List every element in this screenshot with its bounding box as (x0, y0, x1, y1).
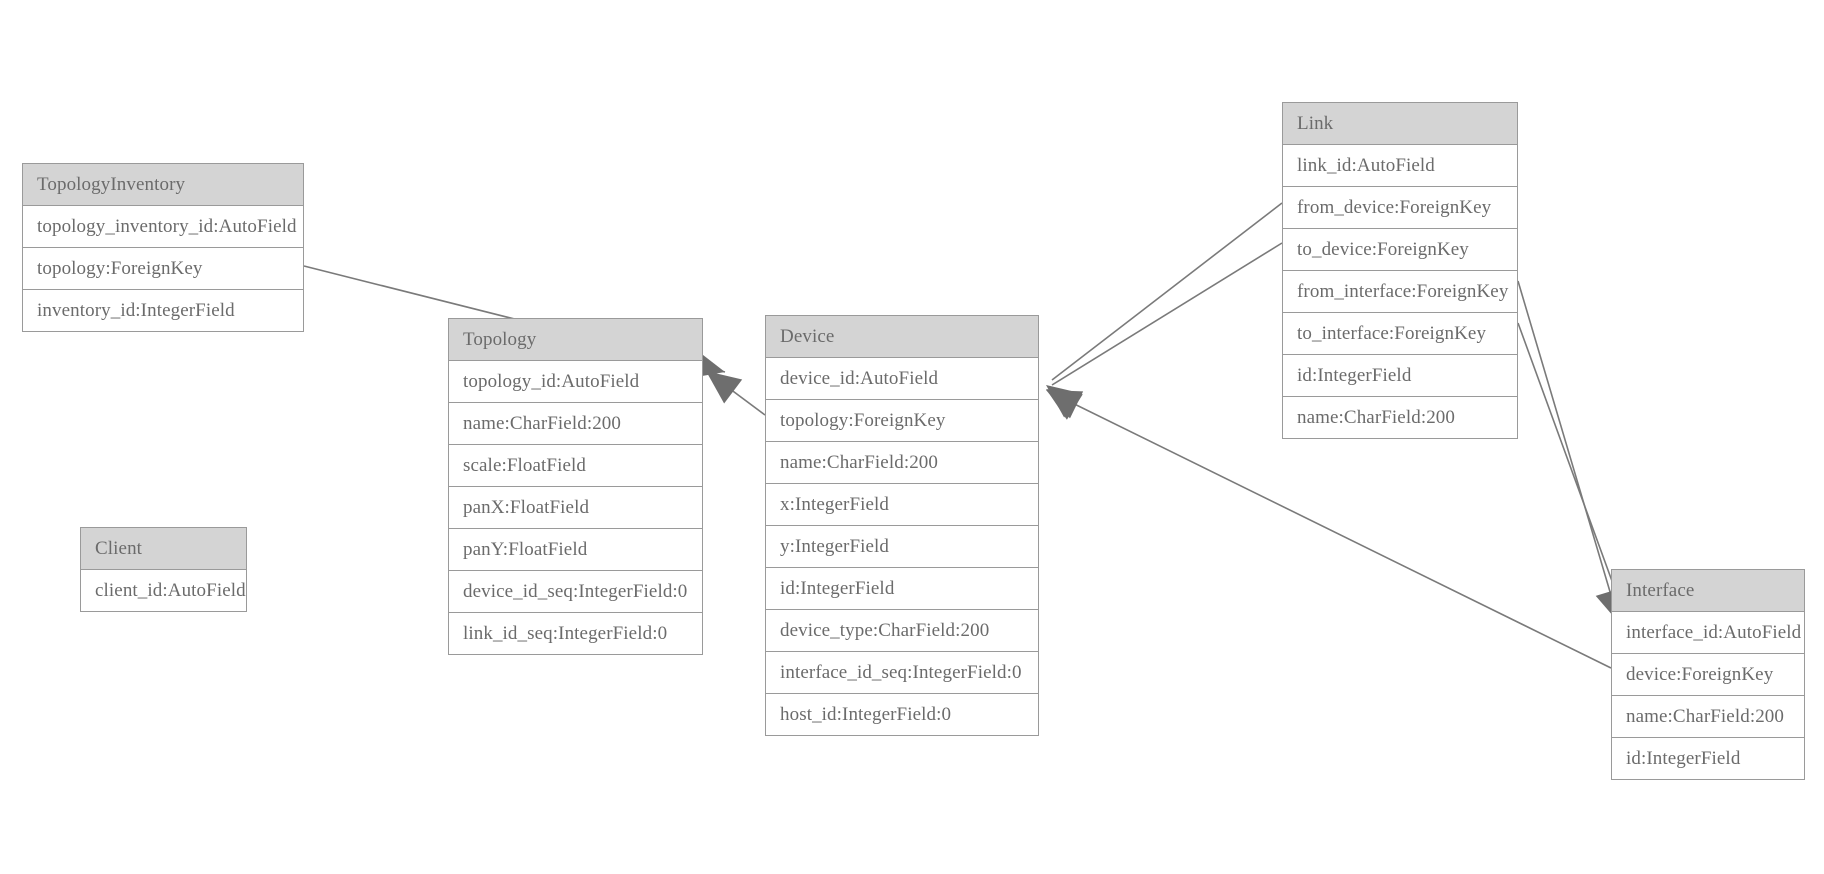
entity-field-row[interactable]: y:IntegerField (766, 526, 1038, 568)
relationship-line-link-to_interface (1517, 322, 1625, 615)
relationship-arrowhead-device-topology (706, 371, 743, 404)
entity-title-client: Client (81, 528, 246, 570)
entity-field-row[interactable]: topology:ForeignKey (23, 248, 303, 290)
entity-field-row[interactable]: x:IntegerField (766, 484, 1038, 526)
entity-field-row[interactable]: topology_inventory_id:AutoField (23, 206, 303, 248)
entity-field-row[interactable]: from_interface:ForeignKey (1283, 271, 1517, 313)
entity-field-row[interactable]: device_id_seq:IntegerField:0 (449, 571, 702, 613)
relationship-line-link-to_device (1051, 242, 1283, 386)
entity-field-row[interactable]: name:CharField:200 (766, 442, 1038, 484)
relationship-arrowhead-link-from_device (1046, 385, 1083, 418)
entity-field-row[interactable]: name:CharField:200 (1612, 696, 1804, 738)
entity-title-interface: Interface (1612, 570, 1804, 612)
entity-field-row[interactable]: name:CharField:200 (449, 403, 702, 445)
entity-field-row[interactable]: device:ForeignKey (1612, 654, 1804, 696)
entity-field-row[interactable]: id:IntegerField (1283, 355, 1517, 397)
entity-field-row[interactable]: link_id:AutoField (1283, 145, 1517, 187)
entity-field-row[interactable]: link_id_seq:IntegerField:0 (449, 613, 702, 654)
entity-title-topology_inventory: TopologyInventory (23, 164, 303, 206)
relationship-line-link-from_device (1051, 202, 1283, 381)
entity-field-row[interactable]: inventory_id:IntegerField (23, 290, 303, 331)
relationship-arrowhead-interface-device (1046, 390, 1084, 419)
entity-field-row[interactable]: panX:FloatField (449, 487, 702, 529)
entity-field-row[interactable]: device_id:AutoField (766, 358, 1038, 400)
entity-field-row[interactable]: id:IntegerField (1612, 738, 1804, 779)
entity-field-row[interactable]: panY:FloatField (449, 529, 702, 571)
entity-field-row[interactable]: device_type:CharField:200 (766, 610, 1038, 652)
entity-field-row[interactable]: topology:ForeignKey (766, 400, 1038, 442)
entity-field-row[interactable]: to_interface:ForeignKey (1283, 313, 1517, 355)
entity-field-row[interactable]: topology_id:AutoField (449, 361, 702, 403)
entity-field-row[interactable]: from_device:ForeignKey (1283, 187, 1517, 229)
entity-field-row[interactable]: scale:FloatField (449, 445, 702, 487)
relationship-line-link-from_interface (1517, 280, 1617, 613)
entity-field-row[interactable]: interface_id:AutoField (1612, 612, 1804, 654)
entity-field-row[interactable]: interface_id_seq:IntegerField:0 (766, 652, 1038, 694)
entity-title-link: Link (1283, 103, 1517, 145)
entity-title-device: Device (766, 316, 1038, 358)
entity-field-row[interactable]: id:IntegerField (766, 568, 1038, 610)
entity-field-row[interactable]: client_id:AutoField (81, 570, 246, 611)
entity-field-row[interactable]: host_id:IntegerField:0 (766, 694, 1038, 735)
entity-title-topology: Topology (449, 319, 702, 361)
entity-field-row[interactable]: name:CharField:200 (1283, 397, 1517, 438)
relationship-arrowhead-link-to_device (1046, 389, 1083, 420)
entity-field-row[interactable]: to_device:ForeignKey (1283, 229, 1517, 271)
relationship-line-device-topology (709, 373, 766, 416)
